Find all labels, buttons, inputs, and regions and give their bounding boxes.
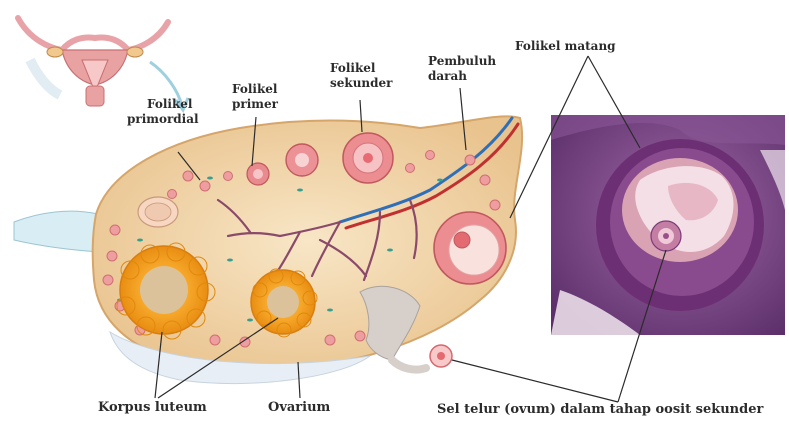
mature-follicle [434, 212, 506, 284]
label-folikel-primordial-line1: Folikel [127, 97, 199, 112]
label-ovarium: Ovarium [268, 400, 330, 415]
label-pembuluh-darah-line2: darah [428, 69, 496, 84]
label-pembuluh-darah: Pembuluh darah [428, 54, 496, 84]
label-folikel-primer-line2: primer [232, 97, 278, 112]
label-korpus-luteum: Korpus luteum [98, 400, 207, 415]
label-folikel-sekunder-line2: sekunder [330, 76, 393, 91]
label-folikel-primordial-line2: primordial [127, 112, 199, 127]
primary-follicle [247, 163, 269, 185]
label-pembuluh-darah-line1: Pembuluh [428, 54, 496, 69]
secondary-follicle [343, 133, 393, 183]
label-sel-telur: Sel telur (ovum) dalam tahap oosit sekun… [437, 402, 763, 417]
label-folikel-sekunder-line1: Folikel [330, 61, 393, 76]
label-folikel-primer-line1: Folikel [232, 82, 278, 97]
label-folikel-primer: Folikel primer [232, 82, 278, 112]
label-folikel-matang: Folikel matang [515, 39, 616, 54]
ligament [14, 211, 100, 252]
growing-follicle [286, 144, 318, 176]
mature-follicle-micrograph [551, 115, 785, 335]
ovum [430, 345, 452, 367]
follicle-cluster [138, 197, 178, 227]
label-folikel-primordial: Folikel primordial [127, 97, 199, 127]
label-folikel-sekunder: Folikel sekunder [330, 61, 393, 91]
